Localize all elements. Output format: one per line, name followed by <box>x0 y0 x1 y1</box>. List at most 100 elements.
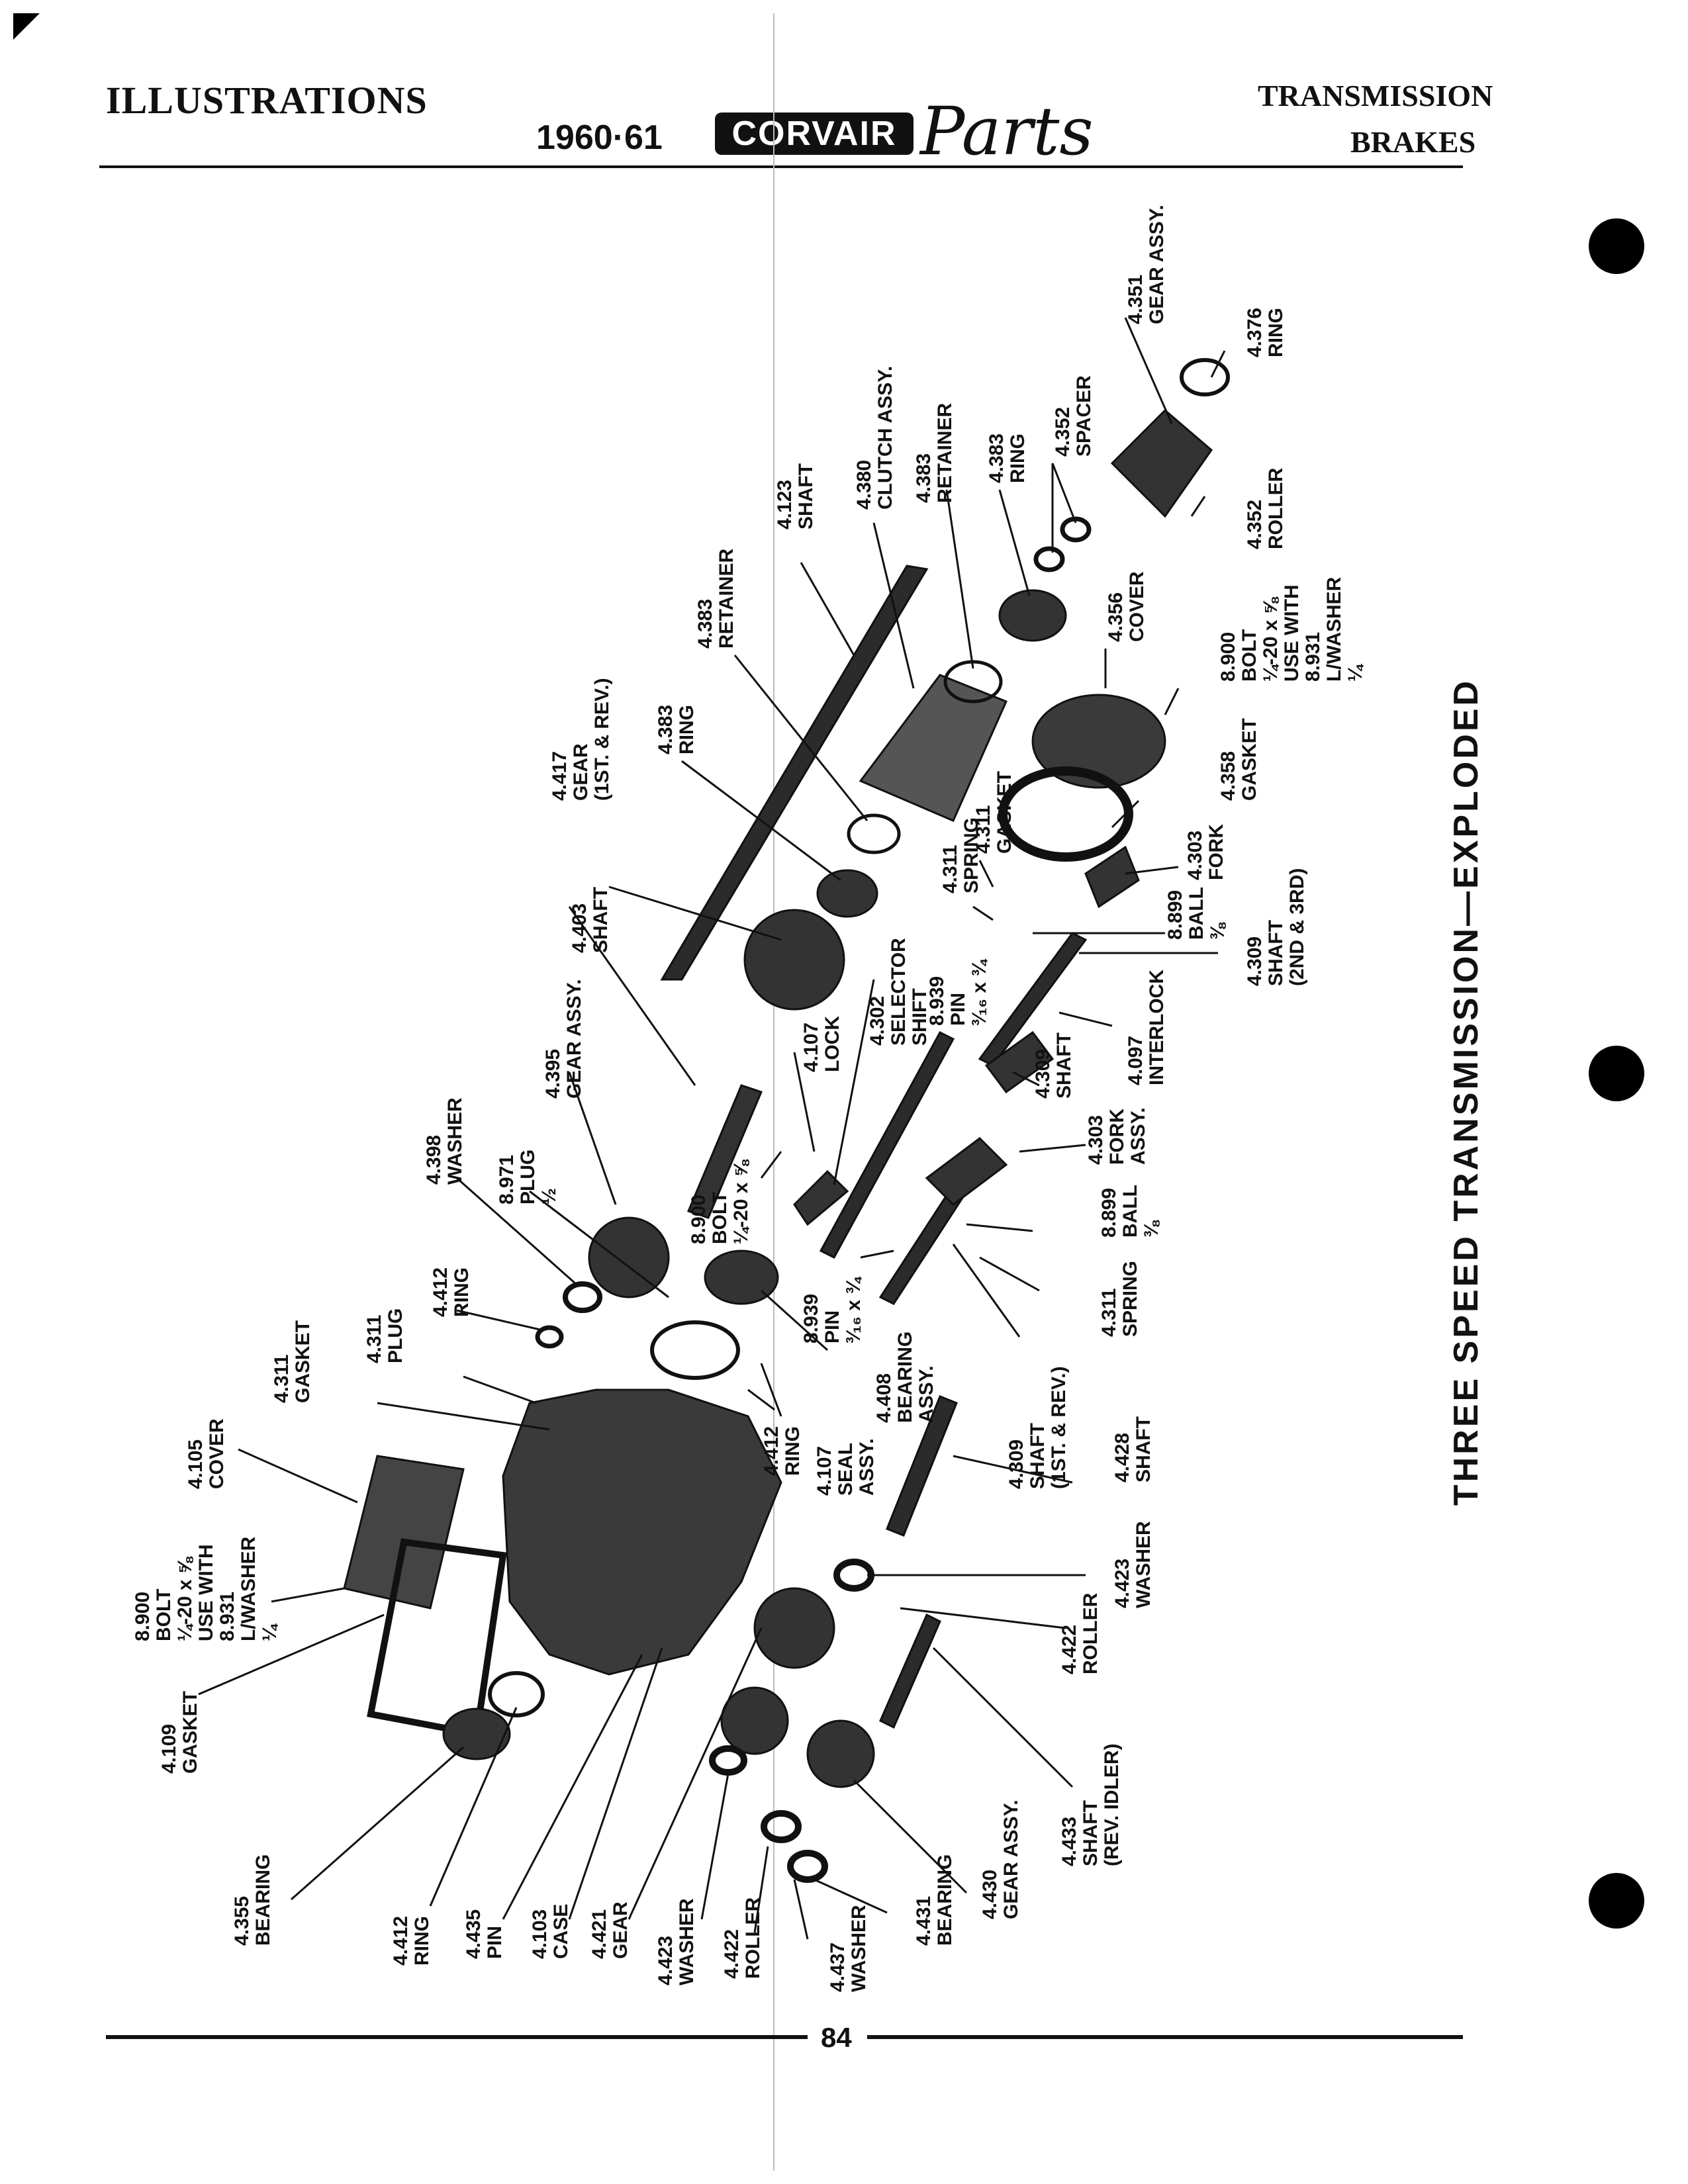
binder-hole-middle <box>1589 1046 1644 1101</box>
callout-4.109-gasket: 4.109 GASKET <box>158 1690 201 1774</box>
ring-art <box>488 1671 545 1717</box>
callout-4.412-ring-lower: 4.412 RING <box>390 1915 433 1966</box>
callout-4.430-gear-assy: 4.430 GEAR ASSY. <box>979 1799 1022 1919</box>
callout-8.971-plug: 8.971 PLUG ½ <box>496 1149 560 1205</box>
callout-4.398-washer: 4.398 WASHER <box>423 1097 466 1185</box>
section-heading: ILLUSTRATIONS <box>106 79 428 122</box>
page-number: 84 <box>821 2022 852 2053</box>
callout-4.423-washer-lower: 4.423 WASHER <box>655 1898 698 1985</box>
callout-4.437-washer: 4.437 WASHER <box>827 1905 870 1992</box>
cluster-gear-art <box>588 1216 670 1298</box>
spacer-art <box>1033 546 1065 572</box>
callout-4.376-ring: 4.376 RING <box>1244 307 1287 357</box>
idler-shaft-art <box>879 1613 941 1729</box>
callout-4.123-shaft: 4.123 SHAFT <box>774 463 817 529</box>
binder-hole-top <box>1589 218 1644 274</box>
callout-4.383-ring-2: 4.383 RING <box>655 704 698 754</box>
topic-line-1: TRANSMISSION <box>1258 79 1493 113</box>
case-art <box>502 1388 782 1676</box>
washer-art <box>709 1745 747 1776</box>
callout-4.351-gear-assy: 4.351 GEAR ASSY. <box>1125 205 1168 324</box>
washer-art <box>761 1810 802 1843</box>
callout-4.412-ring-middle: 4.412 RING <box>761 1426 804 1476</box>
gear-assy-art <box>1110 408 1213 518</box>
callout-4.422-roller-lower: 4.422 ROLLER <box>721 1897 764 1979</box>
callout-4.309-shaft-2nd-3rd: 4.309 SHAFT (2ND & 3RD) <box>1244 868 1308 986</box>
callout-8.900-bolt-middle: 8.900 BOLT ¼-20 x ⅝ <box>688 1160 752 1244</box>
callout-8.939-pin-upper: 8.939 PIN ³⁄₁₆ x ¾ <box>926 960 990 1026</box>
bearing-art <box>998 589 1067 642</box>
header-rule <box>99 165 1463 168</box>
corner-crop-mark <box>13 13 40 40</box>
callout-4.352-roller: 4.352 ROLLER <box>1244 467 1287 549</box>
scan-fold-line <box>773 13 774 2171</box>
callout-4.421-gear: 4.421 GEAR <box>588 1901 632 1959</box>
gasket-art <box>367 1538 507 1738</box>
callout-4.383-retainer: 4.383 RETAINER <box>913 402 956 503</box>
callout-4.302-selector-shift: 4.302 SELECTOR SHIFT <box>867 938 931 1046</box>
callout-4.309-shaft-1st-rev: 4.309 SHAFT (1ST. & REV.) <box>1006 1366 1070 1489</box>
callout-4.433-shaft-rev-idler: 4.433 SHAFT (REV. IDLER) <box>1058 1743 1123 1866</box>
shift-shaft-art <box>819 1031 955 1259</box>
bearing-art <box>816 869 878 918</box>
gear-art <box>720 1686 789 1755</box>
fork-art <box>1084 845 1140 909</box>
washer-art <box>787 1850 828 1883</box>
footer-rule-left <box>106 2035 808 2039</box>
callout-4.107-lock: 4.107 LOCK <box>800 1016 843 1072</box>
bearing-assy-art <box>704 1250 779 1305</box>
clutch-art <box>859 674 1008 822</box>
selector-art <box>925 1137 1008 1206</box>
callout-4.417-gear: 4.417 GEAR (1ST. & REV.) <box>549 678 613 801</box>
callout-4.311-spring: 4.311 SPRING <box>939 817 982 893</box>
spacer-art <box>1060 516 1092 543</box>
callout-8.900-bolt-upper: 8.900 BOLT ¼-20 x ⅝ USE WITH 8.931 L/WAS… <box>1217 576 1366 682</box>
brand-script: Parts <box>920 93 1094 170</box>
callout-4.383-ring: 4.383 RING <box>986 433 1029 483</box>
callout-4.395-gear-assy: 4.395 GEAR ASSY. <box>542 979 585 1099</box>
fork-art <box>984 1030 1055 1094</box>
gear-assy-art <box>806 1719 875 1788</box>
cover-art <box>343 1455 465 1610</box>
callout-4.103-case: 4.103 CASE <box>529 1903 572 1959</box>
ring-art <box>1180 358 1230 396</box>
ring-art <box>847 813 901 854</box>
washer-art <box>563 1281 602 1313</box>
ring-art <box>535 1325 564 1349</box>
model-years: 1960·61 <box>536 118 663 157</box>
figure-title: THREE SPEED TRANSMISSION—EXPLODED <box>1447 678 1485 1506</box>
shaft-art <box>886 1395 958 1537</box>
callout-4.311-gasket-lower: 4.311 GASKET <box>271 1320 314 1403</box>
callout-4.311-spring-lower: 4.311 SPRING <box>1098 1260 1141 1337</box>
callout-4.422-roller-right: 4.422 ROLLER <box>1058 1592 1102 1674</box>
footer-rule-right <box>867 2035 1463 2039</box>
callout-4.097-interlock: 4.097 INTERLOCK <box>1125 970 1168 1085</box>
callout-4.303-fork: 4.303 FORK <box>1184 824 1227 880</box>
callout-4.352-spacer: 4.352 SPACER <box>1052 375 1095 457</box>
callout-4.303-fork-assy: 4.303 FORK ASSY. <box>1085 1107 1149 1165</box>
callout-4.105-cover: 4.105 COVER <box>185 1418 228 1489</box>
callout-8.899-ball-upper: 8.899 BALL ⅜ <box>1164 887 1229 940</box>
leader-lines <box>198 317 1226 1940</box>
callout-4.423-washer-right: 4.423 WASHER <box>1111 1521 1154 1608</box>
binder-hole-bottom <box>1589 1873 1644 1929</box>
main-shaft-art <box>660 565 929 981</box>
cover-plate-art <box>1031 694 1166 789</box>
callout-4.412-ring-upper: 4.412 RING <box>430 1267 473 1317</box>
callout-4.428-shaft: 4.428 SHAFT <box>1111 1416 1154 1482</box>
callout-4.356-cover: 4.356 COVER <box>1105 571 1148 642</box>
gear-1st-rev-art <box>743 909 845 1011</box>
brand-logo: CORVAIR <box>715 113 914 155</box>
figure-title-container: THREE SPEED TRANSMISSION—EXPLODED <box>1433 678 1499 1506</box>
callout-4.107-seal-assy: 4.107 SEAL ASSY. <box>814 1438 878 1496</box>
callout-4.309-shaft: 4.309 SHAFT <box>1032 1032 1075 1099</box>
ring-art <box>650 1320 740 1380</box>
callout-8.900-bolt-lower: 8.900 BOLT ¼-20 x ⅝ USE WITH 8.931 L/WAS… <box>132 1536 281 1641</box>
gear-art <box>753 1587 835 1669</box>
callout-4.403-shaft: 4.403 SHAFT <box>569 887 612 953</box>
callout-4.435-pin: 4.435 PIN <box>463 1909 506 1959</box>
callout-8.899-ball-lower: 8.899 BALL ⅜ <box>1098 1185 1162 1238</box>
washer-art <box>833 1559 874 1592</box>
callout-4.408-bearing-assy: 4.408 BEARING ASSY. <box>873 1331 937 1423</box>
